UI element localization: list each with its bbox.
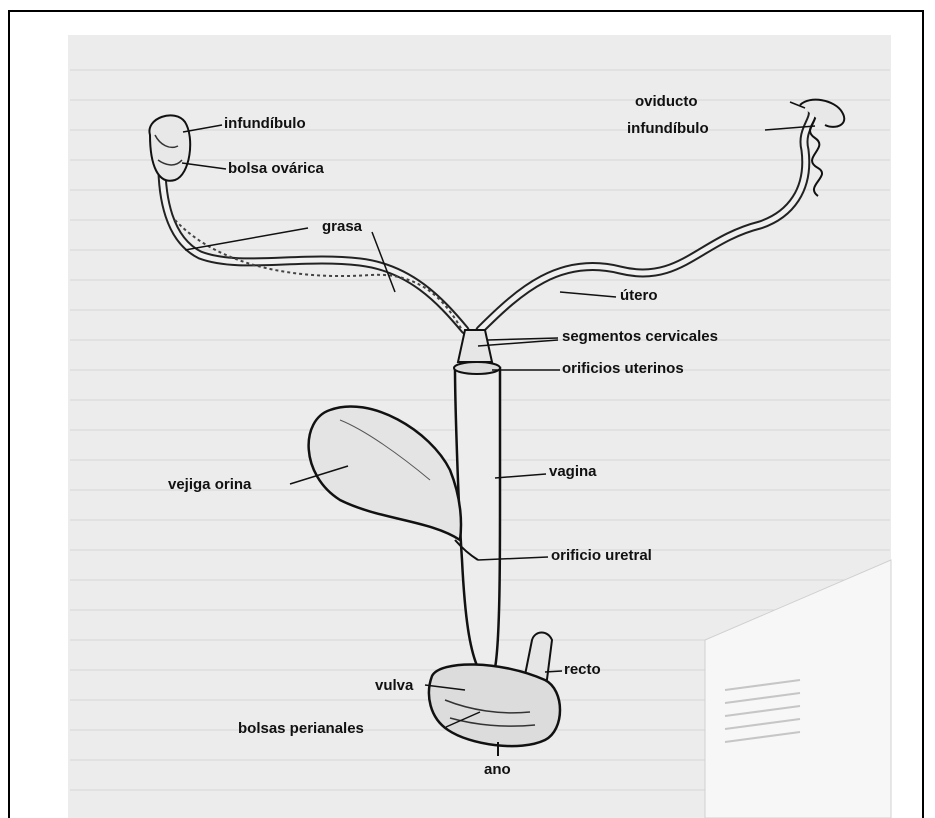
label-vejiga-orina: vejiga orina	[168, 476, 251, 494]
label-oviducto: oviducto	[635, 93, 698, 111]
label-vulva: vulva	[375, 677, 413, 695]
label-infundibulo-left: infundíbulo	[224, 115, 306, 133]
label-recto: recto	[564, 661, 601, 679]
label-orificios-uterinos: orificios uterinos	[562, 360, 684, 378]
label-bolsa-ovarica: bolsa ovárica	[228, 160, 324, 178]
left-ovary	[149, 115, 190, 180]
label-grasa: grasa	[322, 218, 362, 236]
label-bolsas-perianales: bolsas perianales	[238, 720, 364, 738]
uterine-orifices	[454, 362, 500, 374]
label-utero: útero	[620, 287, 658, 305]
fat-strand	[175, 220, 462, 330]
label-orificio-uretral: orificio uretral	[551, 547, 652, 565]
label-vagina: vagina	[549, 463, 597, 481]
vulva-region	[429, 664, 560, 746]
label-infundibulo-right: infundíbulo	[627, 120, 709, 138]
label-ano: ano	[484, 761, 511, 779]
label-segmentos-cervicales: segmentos cervicales	[562, 328, 718, 346]
